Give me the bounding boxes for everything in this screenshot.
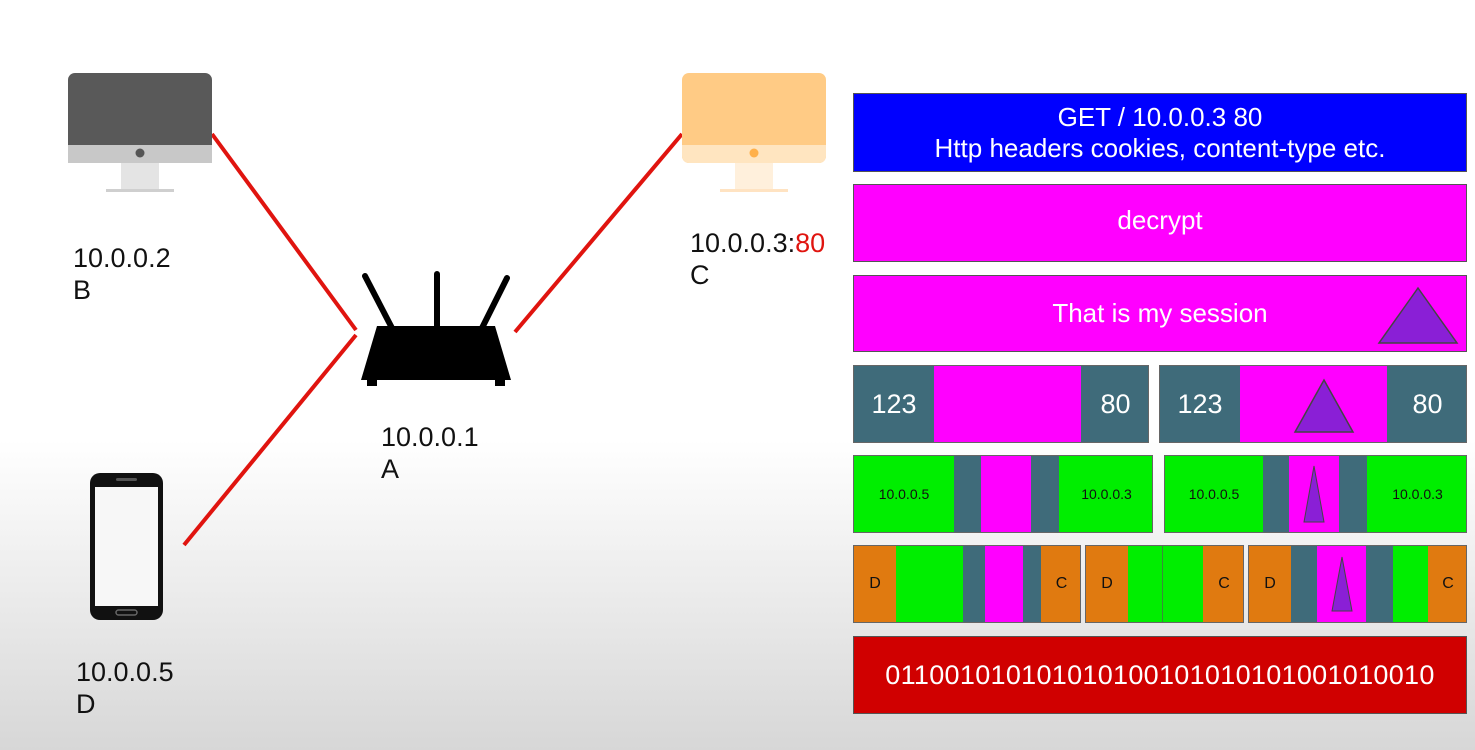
- ip-packet-1: 10.0.0.5 10.0.0.3: [853, 455, 1153, 533]
- http-request-line: GET / 10.0.0.3 80: [1057, 101, 1263, 132]
- ip-dst: 10.0.0.3: [1367, 456, 1466, 532]
- ip-tcp-header: [1263, 456, 1289, 532]
- ip-src: 10.0.0.5: [854, 456, 954, 532]
- bitstream-text: 011001010101010100101010101001010010: [885, 659, 1435, 690]
- ip-payload: [981, 456, 1031, 532]
- ip-tcp-trailer: [1339, 456, 1367, 532]
- tcp-segment-1: 123 80: [853, 365, 1149, 443]
- node-d-name: D: [76, 689, 96, 719]
- node-b-ip: 10.0.0.2: [73, 243, 171, 273]
- frame-3: D C: [1248, 545, 1467, 623]
- frame-payload: [1317, 546, 1366, 622]
- node-c-name: C: [690, 260, 710, 290]
- frame-tcp-trailer: [1023, 546, 1041, 622]
- frame-payload: [985, 546, 1023, 622]
- node-a-label: 10.0.0.1 A: [381, 421, 479, 485]
- tcp-segment-2: 123 80: [1159, 365, 1467, 443]
- node-a-ip: 10.0.0.1: [381, 422, 479, 452]
- phone-d-icon: [90, 473, 163, 620]
- session-layer: That is my session: [853, 275, 1467, 352]
- ip-dst: 10.0.0.3: [1059, 456, 1152, 532]
- bitstream-layer: 011001010101010100101010101001010010: [853, 636, 1467, 714]
- frame-ip-src: [896, 546, 963, 622]
- node-b-name: B: [73, 275, 92, 305]
- node-c-label: 10.0.0.3:80 C: [690, 227, 825, 291]
- frame-dst-mac: C: [1041, 546, 1080, 622]
- node-a-name: A: [381, 454, 400, 484]
- decrypt-layer: decrypt: [853, 184, 1467, 262]
- node-b-label: 10.0.0.2 B: [73, 242, 171, 306]
- frame-dst-mac: C: [1203, 546, 1243, 622]
- tcp-src-port: 123: [1160, 366, 1240, 442]
- ip-payload: [1289, 456, 1339, 532]
- ip-tcp-header: [954, 456, 981, 532]
- session-label: That is my session: [1052, 298, 1268, 328]
- frame-src-mac: D: [1086, 546, 1128, 622]
- tcp-payload: [934, 366, 1081, 442]
- node-d-ip: 10.0.0.5: [76, 657, 174, 687]
- ip-packet-2: 10.0.0.5 10.0.0.3: [1164, 455, 1467, 533]
- computer-b-icon: [68, 73, 212, 192]
- decrypt-label: decrypt: [1117, 204, 1203, 235]
- frame-dst-mac: C: [1428, 546, 1466, 622]
- frame-tcp-trailer: [1366, 546, 1393, 622]
- tcp-dst-port: 80: [1081, 366, 1148, 442]
- node-c-port: 80: [795, 228, 826, 258]
- frame-src-mac: D: [854, 546, 896, 622]
- ip-src: 10.0.0.5: [1165, 456, 1263, 532]
- router-a-icon: [361, 271, 511, 386]
- data-triangle-icon: [1303, 465, 1325, 523]
- frame-ip-dst: [1162, 546, 1203, 622]
- frame-ip-src: [1128, 546, 1162, 622]
- node-d-label: 10.0.0.5 D: [76, 656, 174, 720]
- frame-2: D C: [1085, 545, 1244, 623]
- tcp-dst-port: 80: [1387, 366, 1466, 442]
- link-a-c: [513, 132, 684, 334]
- http-headers-line: Http headers cookies, content-type etc.: [934, 132, 1386, 163]
- data-triangle-icon: [1330, 556, 1353, 612]
- frame-ip-dst: [1393, 546, 1428, 622]
- link-b-a: [210, 132, 358, 332]
- frame-src-mac: D: [1249, 546, 1291, 622]
- frame-tcp-header: [963, 546, 985, 622]
- http-request-layer: GET / 10.0.0.3 80 Http headers cookies, …: [853, 93, 1467, 172]
- frame-1: D C: [853, 545, 1081, 623]
- ip-tcp-trailer: [1031, 456, 1059, 532]
- data-triangle-icon: [1293, 378, 1354, 433]
- computer-c-icon: [682, 73, 826, 192]
- link-d-a: [182, 333, 358, 547]
- frame-tcp-header: [1291, 546, 1317, 622]
- tcp-src-port: 123: [854, 366, 934, 442]
- data-triangle-icon: [1377, 286, 1459, 344]
- tcp-payload: [1240, 366, 1387, 442]
- node-c-ip: 10.0.0.3:: [690, 228, 796, 258]
